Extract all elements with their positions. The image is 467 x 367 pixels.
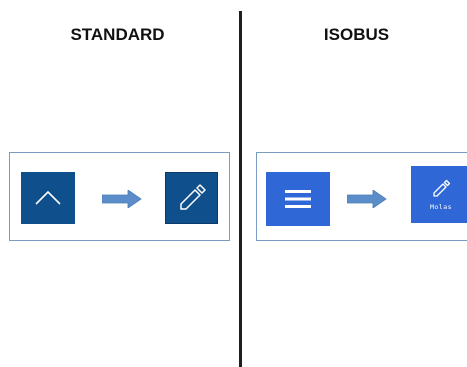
standard-tool-button[interactable] xyxy=(165,172,218,224)
arrow-right-icon xyxy=(102,190,142,208)
isobus-panel: Molas xyxy=(256,152,467,241)
tool-button-label: Molas xyxy=(429,203,453,211)
menu-icon xyxy=(285,190,311,208)
section-divider xyxy=(239,11,242,367)
tool-icon xyxy=(433,179,451,197)
isobus-heading: ISOBUS xyxy=(323,25,390,44)
arrow-right-icon xyxy=(347,190,387,208)
isobus-menu-button[interactable] xyxy=(266,172,330,226)
tool-icon xyxy=(179,184,206,210)
standard-panel xyxy=(9,152,230,241)
standard-up-button[interactable] xyxy=(21,172,75,224)
chevron-up-icon xyxy=(35,190,61,205)
isobus-tool-button[interactable]: Molas xyxy=(411,166,467,223)
standard-heading: STANDARD xyxy=(70,25,165,44)
